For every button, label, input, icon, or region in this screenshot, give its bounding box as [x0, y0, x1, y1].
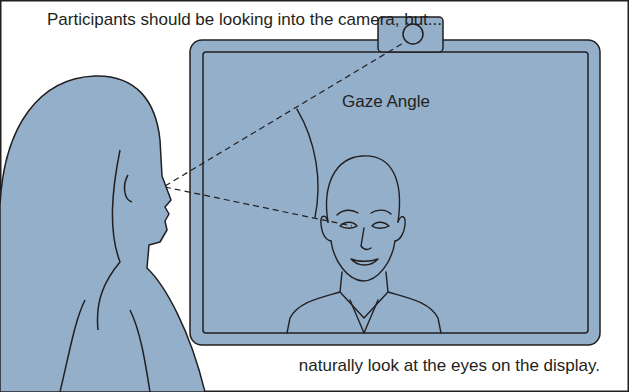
- angle-label: Gaze Angle: [340, 92, 432, 112]
- note-text: naturally look at the eyes on the displa…: [299, 356, 600, 376]
- note-text: Participants should be looking into the …: [47, 10, 442, 30]
- monitor: [190, 17, 600, 345]
- remote-person: [287, 156, 441, 333]
- gaze-lines: [165, 42, 405, 226]
- participant-silhouette: [0, 76, 205, 392]
